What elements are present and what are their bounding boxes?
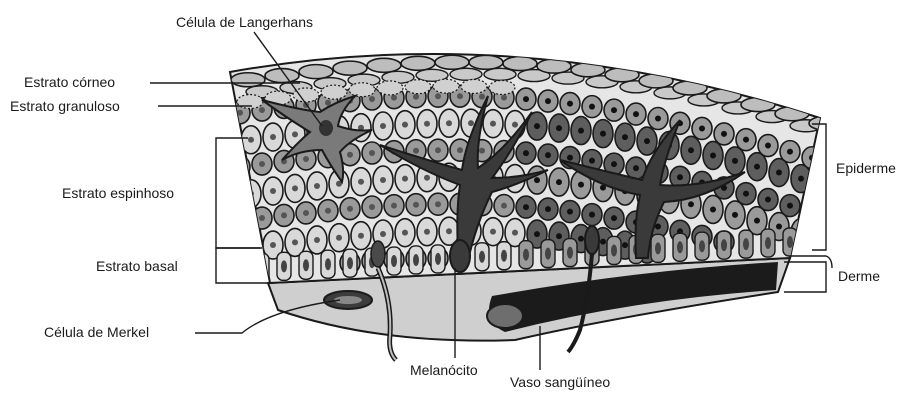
blood-vessel-lumen bbox=[487, 304, 523, 328]
label-stratum-spinosum: Estrato espinhoso bbox=[62, 185, 174, 201]
label-stratum-granulosum: Estrato granuloso bbox=[10, 98, 120, 114]
label-melanocyte: Melanócito bbox=[410, 362, 478, 378]
label-stratum-basale: Estrato basal bbox=[96, 258, 178, 274]
label-merkel-cell: Célula de Merkel bbox=[44, 324, 149, 340]
label-langerhans: Célula de Langerhans bbox=[176, 14, 313, 30]
label-stratum-corneum: Estrato córneo bbox=[24, 74, 115, 90]
label-dermis: Derme bbox=[838, 268, 880, 284]
label-blood-vessel: Vaso sangüíneo bbox=[510, 374, 610, 390]
label-epidermis: Epiderme bbox=[836, 160, 896, 176]
